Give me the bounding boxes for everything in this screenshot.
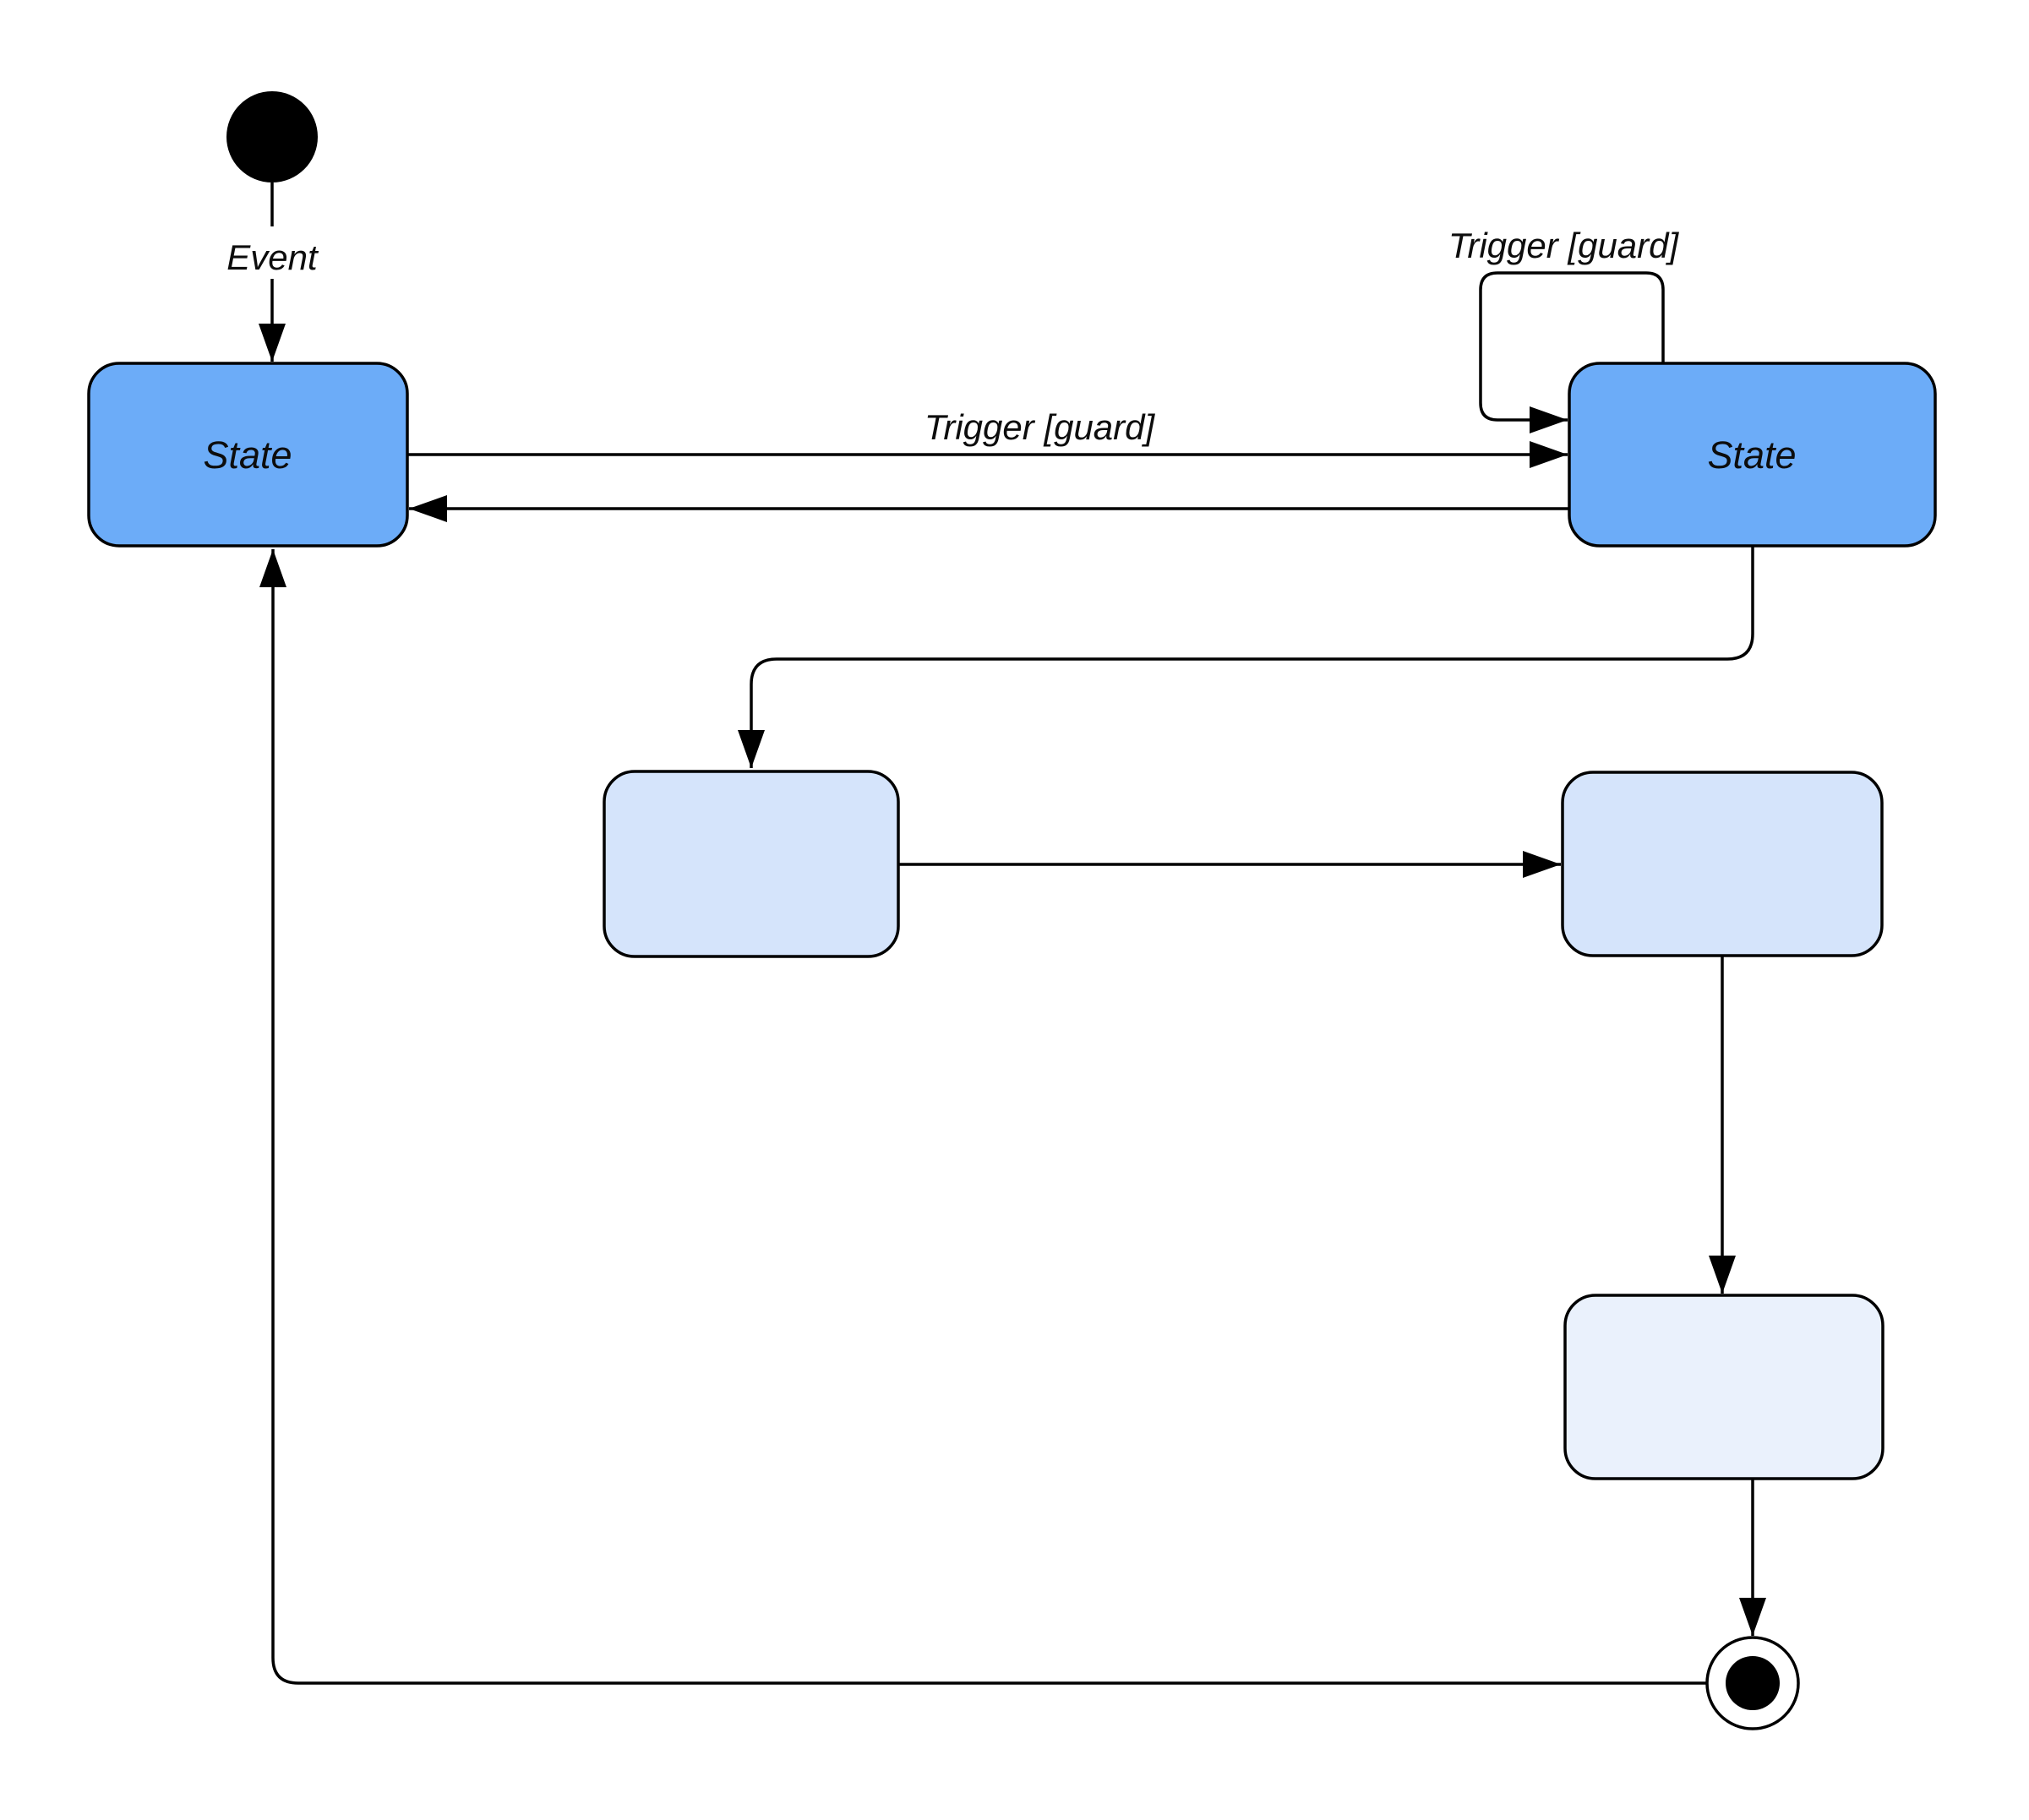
transition-label-self-loop: Trigger [guard] [1448,226,1680,265]
substate-2-node [1561,771,1884,957]
transition-label-trigger-guard: Trigger [guard] [925,407,1156,447]
state-right-label: State [1707,433,1796,477]
transition-state-right-to-substate-1 [738,546,1754,768]
state-left-label: State [203,433,292,477]
initial-state-node [226,91,318,183]
substate-3-node [1563,1294,1884,1480]
transition-final-to-state-left [259,549,1707,1685]
transition-label-event: Event [226,237,319,277]
substate-1-node [603,770,900,958]
transition-self-loop-state-right [1479,271,1665,433]
diagram-layer: Event State State Trigger [guard] Trigge… [87,91,1937,1730]
final-state-inner-dot [1726,1656,1780,1710]
event-label-backing [215,226,330,279]
